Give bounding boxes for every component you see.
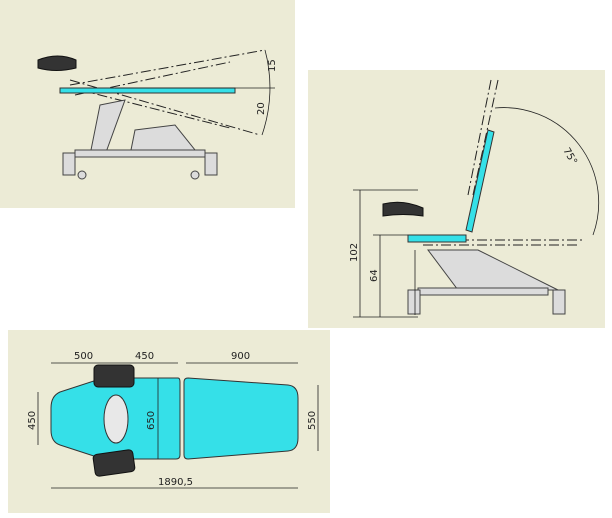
min-height-label: 64: [369, 269, 380, 282]
angle-arc: [261, 49, 271, 136]
total-length-label: 1890,5: [158, 477, 193, 488]
chair-side-view-drawing: 75° 102 64: [349, 79, 600, 318]
top-view-drawing: 500 450 900 1890,5 450 650 550: [27, 351, 319, 489]
armrest-top: [93, 364, 135, 388]
leg-section: [183, 377, 299, 460]
lift-frame: [427, 249, 559, 291]
lift-frame: [89, 99, 196, 156]
armrest-bottom: [92, 449, 136, 477]
leg-width-label: 550: [307, 411, 318, 430]
seat-width-label: 650: [146, 411, 157, 430]
base-foot-left: [407, 289, 421, 315]
seat-length-label: 450: [135, 351, 154, 362]
head-width-label: 450: [27, 411, 38, 430]
tilt-side-view-drawing: 15 20: [37, 49, 278, 180]
backrest-cushion: [465, 129, 495, 233]
tilt-up-angle-label: 15: [267, 59, 278, 72]
dashed-backrest-max: [467, 79, 499, 196]
base-foot-right: [204, 152, 218, 176]
tilt-side-view-panel: 15 20: [0, 0, 295, 208]
caster-right: [190, 170, 200, 180]
top-view-panel: 500 450 900 1890,5 450 650 550: [8, 330, 330, 513]
face-hole: [103, 394, 129, 444]
backrest-angle-arc: [494, 107, 600, 236]
backrest-angle-label: 75°: [560, 146, 578, 167]
head-length-label: 500: [74, 351, 93, 362]
base-rail: [74, 149, 206, 158]
base-rail: [417, 287, 549, 296]
table-top-cushion: [59, 87, 236, 94]
leg-length-label: 900: [231, 351, 250, 362]
seat-cushion: [407, 234, 467, 243]
chair-side-view-panel: 75° 102 64: [308, 70, 605, 328]
base-foot-left: [62, 152, 76, 176]
leg-rest: [37, 55, 77, 71]
base-foot-right: [552, 289, 566, 315]
armrest: [382, 201, 424, 217]
tilt-down-angle-label: 20: [256, 102, 267, 115]
max-height-label: 102: [349, 243, 360, 262]
caster-left: [77, 170, 87, 180]
